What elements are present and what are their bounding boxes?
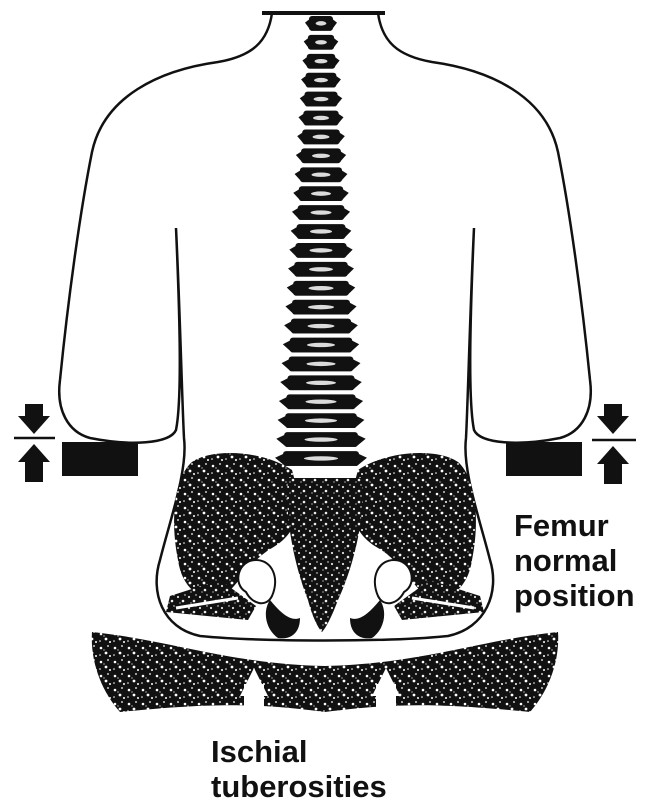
vertebra xyxy=(295,167,348,182)
pelvis xyxy=(166,453,484,638)
ischial-tuberosities-label: Ischial tuberosities xyxy=(211,734,387,804)
right-ilium xyxy=(350,453,476,600)
up-arrow-icon xyxy=(597,446,629,464)
left-ilium xyxy=(174,453,300,600)
vertebra xyxy=(298,111,343,126)
up-arrow-stem xyxy=(244,684,264,708)
right-ischium xyxy=(350,600,384,638)
vertebra xyxy=(276,432,365,447)
vertebra xyxy=(293,186,348,201)
down-arrow-icon xyxy=(18,416,50,434)
left-ischium xyxy=(266,600,300,638)
vertebra xyxy=(280,375,362,390)
vertebra xyxy=(302,54,339,69)
vertebra xyxy=(278,413,365,428)
vertebra xyxy=(284,319,358,334)
femur-position-label: Femur normal position xyxy=(514,508,635,613)
vertebra xyxy=(296,148,346,163)
vertebra xyxy=(279,394,363,409)
femur-label-line-2: normal xyxy=(514,543,635,578)
vertebra xyxy=(291,224,352,239)
vertebra xyxy=(300,92,342,107)
right-pressure-indicator xyxy=(592,404,636,484)
down-arrow-icon xyxy=(597,416,629,434)
vertebra xyxy=(301,73,341,88)
vertebra xyxy=(285,300,356,315)
femur-label-line-1: Femur xyxy=(514,508,635,543)
left-obturator xyxy=(238,560,275,603)
right-armrest xyxy=(506,442,582,476)
spine xyxy=(275,16,367,466)
vertebra xyxy=(289,243,352,258)
vertebra xyxy=(288,262,354,277)
vertebra xyxy=(275,451,367,466)
up-arrow-icon xyxy=(18,444,50,462)
left-pressure-indicator xyxy=(14,404,55,482)
vertebra xyxy=(283,338,359,353)
vertebra xyxy=(297,130,345,145)
vertebra xyxy=(282,357,361,372)
vertebra xyxy=(304,35,339,50)
vertebra xyxy=(305,16,337,31)
vertebra xyxy=(292,205,350,220)
vertebra xyxy=(287,281,356,296)
up-arrow-stem xyxy=(376,684,396,708)
left-armrest xyxy=(62,442,138,476)
right-obturator xyxy=(375,560,412,603)
seat-cushion xyxy=(92,632,558,712)
sacrum xyxy=(287,478,362,632)
femur-label-line-3: position xyxy=(514,578,635,613)
ischial-label-line-1: Ischial xyxy=(211,734,387,769)
ischial-label-line-2: tuberosities xyxy=(211,769,387,804)
